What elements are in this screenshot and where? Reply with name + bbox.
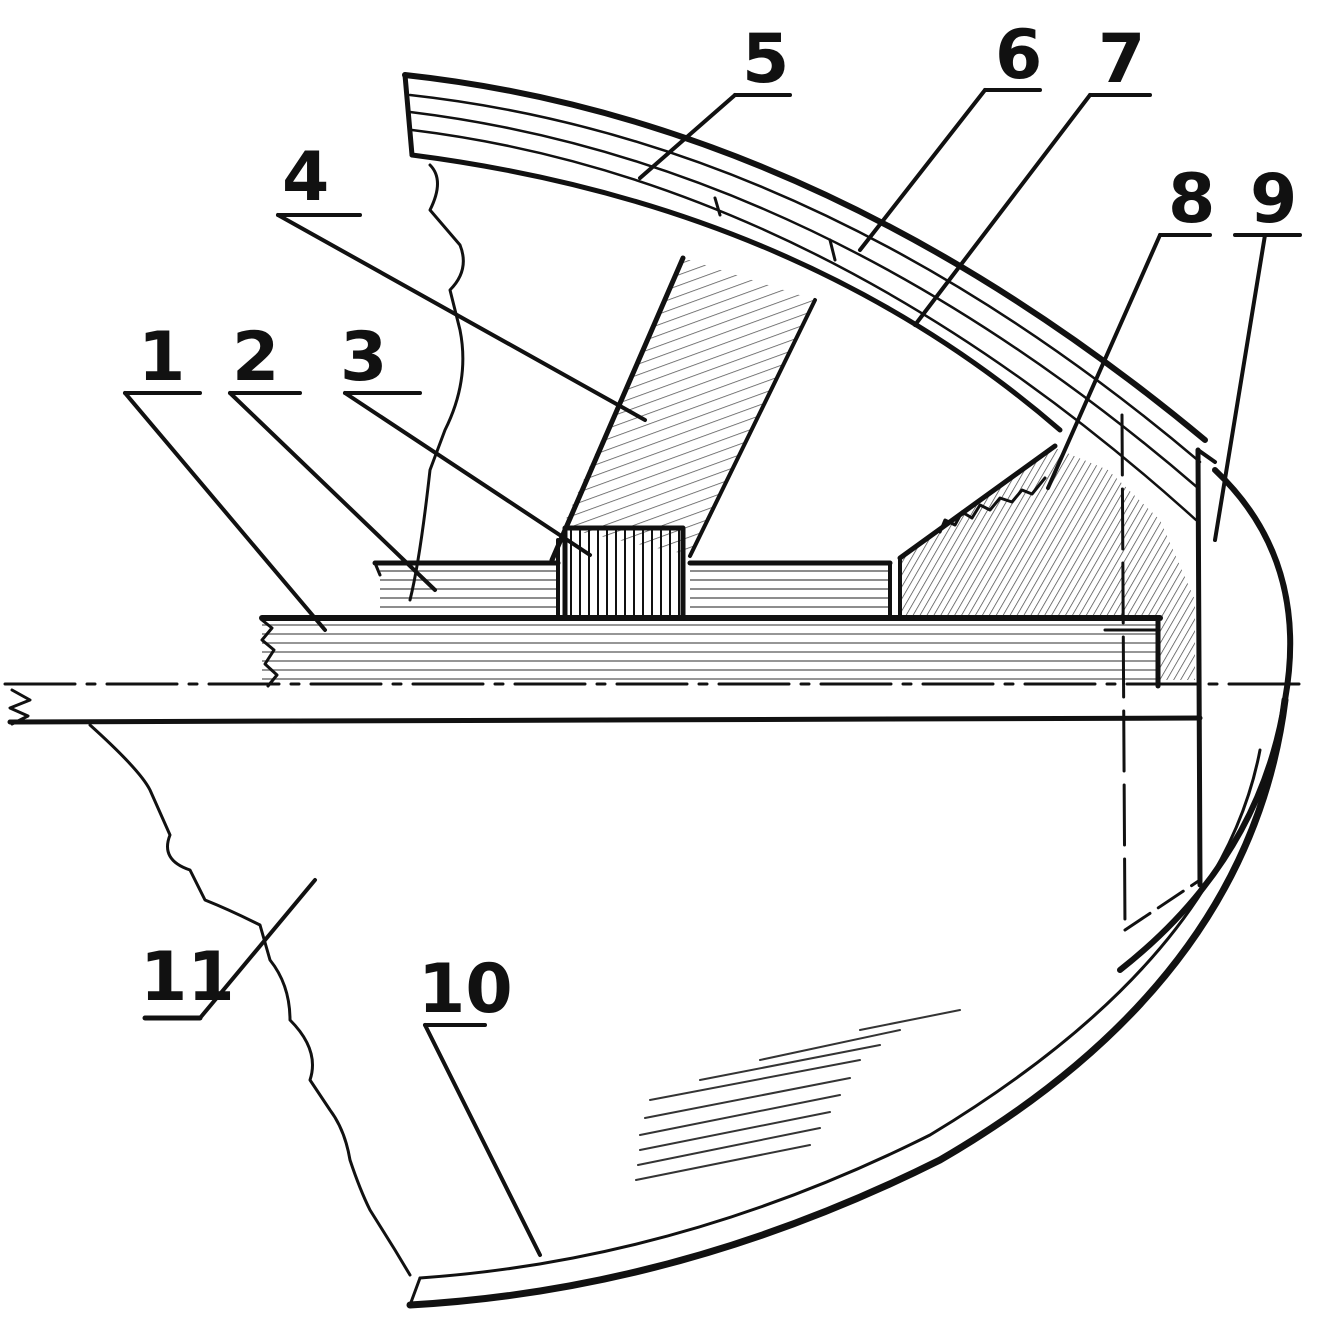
leader-6 (858, 88, 987, 252)
part-4-strut (549, 255, 817, 563)
part-1-tube (259, 615, 1163, 689)
middle-block (687, 560, 893, 620)
leader-lines (123, 88, 1302, 1257)
callout-1: 1 (138, 318, 185, 397)
callout-8: 8 (1168, 160, 1215, 239)
leader-2 (228, 391, 437, 592)
leader-7 (913, 93, 1092, 327)
front-bulkhead (1120, 413, 1217, 932)
leader-3 (343, 391, 592, 557)
callout-10: 10 (418, 950, 513, 1029)
leader-5 (638, 93, 737, 180)
part-2-block (372, 538, 561, 620)
part-11-break-lines (88, 163, 465, 1277)
leader-4 (276, 213, 647, 422)
leader-8 (1046, 233, 1162, 490)
leader-9 (1213, 233, 1267, 542)
leader-11 (198, 878, 317, 1020)
callout-6: 6 (995, 16, 1042, 95)
leader-10 (423, 1023, 542, 1257)
callout-9: 9 (1250, 160, 1297, 239)
callout-11: 11 (140, 938, 235, 1017)
part-10-hull-skin (406, 696, 1289, 1309)
callout-3: 3 (340, 318, 387, 397)
callout-7: 7 (1098, 20, 1145, 99)
lower-rod-edge (7, 715, 1203, 725)
callout-4: 4 (282, 138, 329, 217)
callout-5: 5 (742, 20, 789, 99)
hull-shading (635, 1009, 961, 1181)
leader-1 (123, 391, 327, 632)
upper-shell (402, 72, 1208, 522)
callout-2: 2 (232, 318, 279, 397)
